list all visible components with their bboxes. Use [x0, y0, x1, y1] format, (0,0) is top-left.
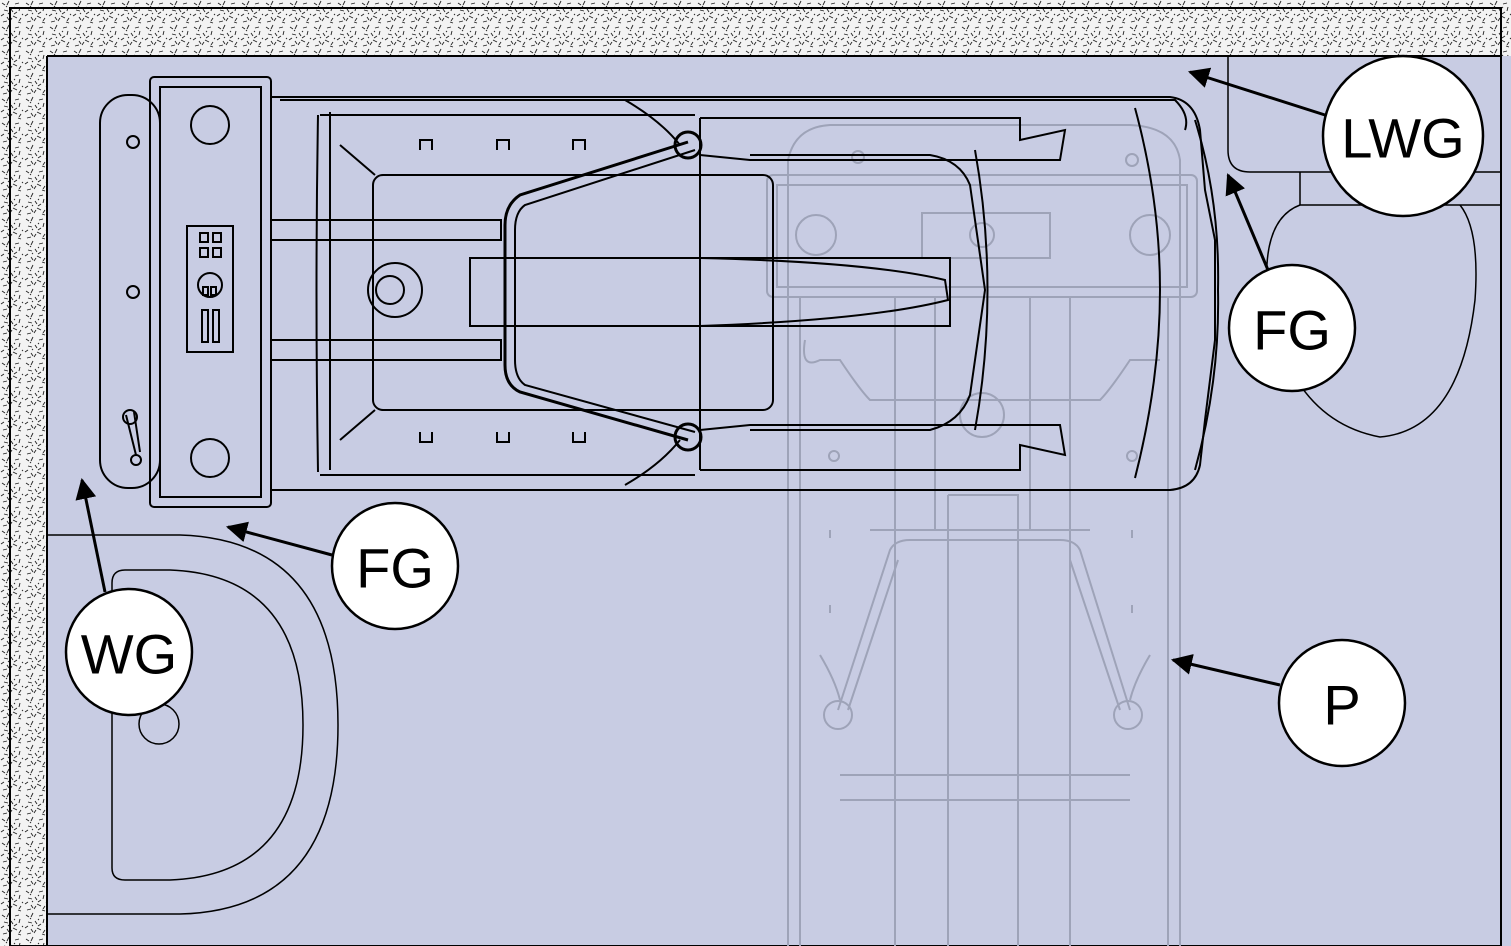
leader-arrows — [75, 67, 1326, 687]
arrow-lwg — [1187, 67, 1326, 117]
top-wall — [0, 0, 1511, 56]
arrow-wg — [75, 477, 107, 593]
arrow-fg-left — [225, 521, 333, 557]
callout-fg-left: FG — [330, 501, 460, 631]
callout-lwg-label: LWG — [1341, 107, 1464, 170]
callout-fg-right-label: FG — [1253, 299, 1331, 362]
left-wall — [0, 0, 47, 946]
callout-fg-right: FG — [1227, 263, 1357, 393]
callout-p-label: P — [1323, 674, 1360, 737]
callout-fg-left-label: FG — [356, 537, 434, 600]
callout-p: P — [1277, 638, 1407, 768]
callout-wg: WG — [64, 587, 194, 717]
arrow-fg-right — [1225, 173, 1270, 271]
vehicle-ghost-outline — [766, 124, 1198, 946]
callout-lwg: LWG — [1321, 54, 1485, 218]
wall-frame — [9, 7, 1502, 946]
callout-wg-label: WG — [81, 623, 177, 686]
arrow-p — [1170, 654, 1281, 687]
vehicle-outline — [99, 76, 1220, 508]
